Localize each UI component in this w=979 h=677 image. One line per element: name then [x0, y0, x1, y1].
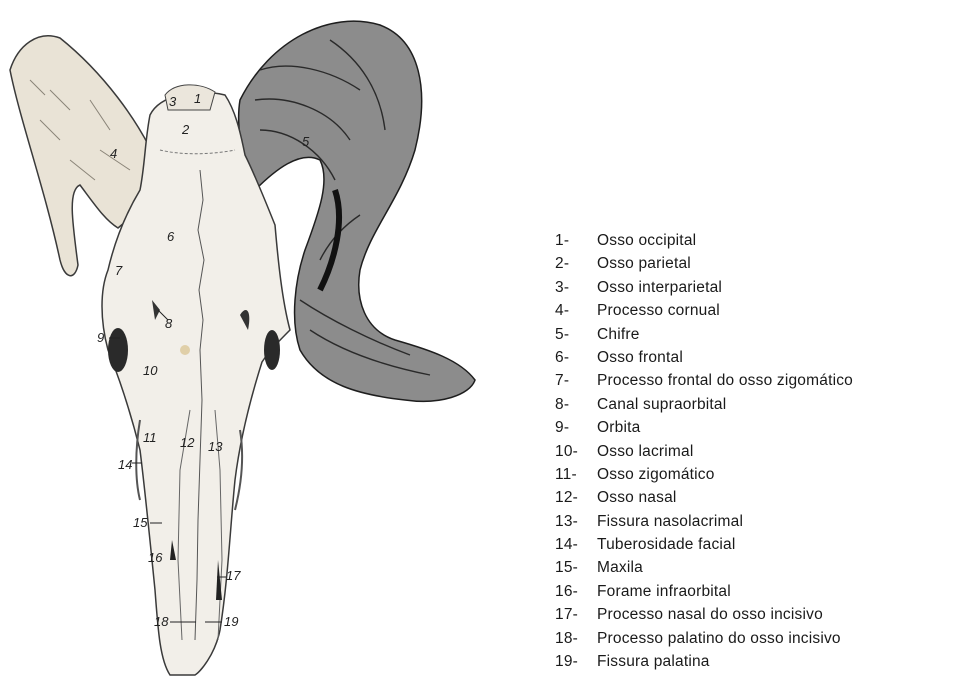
legend-text: Osso zigomático [597, 463, 715, 486]
legend-number: 7- [555, 369, 597, 392]
legend-text: Processo nasal do osso incisivo [597, 603, 823, 626]
label-13: 13 [208, 439, 223, 454]
legend-number: 13- [555, 510, 597, 533]
label-2: 2 [181, 122, 190, 137]
legend-item-15: 15-Maxila [555, 556, 975, 579]
legend-item-19: 19-Fissura palatina [555, 650, 975, 673]
legend-text: Tuberosidade facial [597, 533, 736, 556]
legend-text: Osso frontal [597, 346, 683, 369]
legend-text: Chifre [597, 323, 640, 346]
legend-item-9: 9-Orbita [555, 416, 975, 439]
legend-number: 9- [555, 416, 597, 439]
legend-item-18: 18-Processo palatino do osso incisivo [555, 627, 975, 650]
legend-number: 8- [555, 393, 597, 416]
legend-item-6: 6-Osso frontal [555, 346, 975, 369]
label-10: 10 [143, 363, 158, 378]
legend-item-7: 7-Processo frontal do osso zigomático [555, 369, 975, 392]
legend-number: 19- [555, 650, 597, 673]
legend-text: Canal supraorbital [597, 393, 726, 416]
legend-text: Fissura palatina [597, 650, 710, 673]
label-12: 12 [180, 435, 195, 450]
legend-text: Forame infraorbital [597, 580, 731, 603]
legend-item-2: 2-Osso parietal [555, 252, 975, 275]
label-5: 5 [302, 134, 310, 149]
legend-number: 16- [555, 580, 597, 603]
label-19: 19 [224, 614, 238, 629]
legend-number: 14- [555, 533, 597, 556]
label-17: 17 [226, 568, 241, 583]
label-4: 4 [110, 146, 117, 161]
legend-text: Processo palatino do osso incisivo [597, 627, 841, 650]
label-18: 18 [154, 614, 169, 629]
label-9: 9 [97, 330, 104, 345]
legend-number: 5- [555, 323, 597, 346]
legend-number: 10- [555, 440, 597, 463]
legend-number: 17- [555, 603, 597, 626]
legend-number: 6- [555, 346, 597, 369]
legend-list: 1-Osso occipital 2-Osso parietal 3-Osso … [555, 229, 975, 673]
legend-number: 2- [555, 252, 597, 275]
legend-text: Processo cornual [597, 299, 720, 322]
legend-item-4: 4-Processo cornual [555, 299, 975, 322]
legend-item-3: 3-Osso interparietal [555, 276, 975, 299]
legend-item-14: 14-Tuberosidade facial [555, 533, 975, 556]
legend-item-16: 16-Forame infraorbital [555, 580, 975, 603]
label-6: 6 [167, 229, 175, 244]
label-16: 16 [148, 550, 163, 565]
legend-text: Osso parietal [597, 252, 691, 275]
legend-text: Osso lacrimal [597, 440, 693, 463]
legend-item-11: 11-Osso zigomático [555, 463, 975, 486]
legend-number: 1- [555, 229, 597, 252]
legend-number: 15- [555, 556, 597, 579]
legend-item-12: 12-Osso nasal [555, 486, 975, 509]
legend-text: Orbita [597, 416, 640, 439]
label-14: 14 [118, 457, 132, 472]
legend-number: 12- [555, 486, 597, 509]
legend-text: Fissura nasolacrimal [597, 510, 743, 533]
label-11: 11 [143, 430, 157, 445]
legend-text: Osso occipital [597, 229, 696, 252]
legend-item-17: 17-Processo nasal do osso incisivo [555, 603, 975, 626]
skull-illustration: 1 2 3 4 5 6 7 8 9 10 11 12 13 14 15 16 1… [0, 0, 520, 677]
label-15: 15 [133, 515, 148, 530]
label-3: 3 [169, 94, 177, 109]
legend-text: Osso interparietal [597, 276, 722, 299]
legend-item-10: 10-Osso lacrimal [555, 440, 975, 463]
legend-item-5: 5-Chifre [555, 323, 975, 346]
legend-item-8: 8-Canal supraorbital [555, 393, 975, 416]
legend-item-1: 1-Osso occipital [555, 229, 975, 252]
legend-text: Processo frontal do osso zigomático [597, 369, 853, 392]
legend-number: 4- [555, 299, 597, 322]
legend-item-13: 13-Fissura nasolacrimal [555, 510, 975, 533]
legend-number: 18- [555, 627, 597, 650]
legend-number: 11- [555, 463, 597, 486]
legend-text: Maxila [597, 556, 643, 579]
label-1: 1 [194, 91, 201, 106]
legend-text: Osso nasal [597, 486, 677, 509]
label-7: 7 [115, 263, 123, 278]
legend-number: 3- [555, 276, 597, 299]
